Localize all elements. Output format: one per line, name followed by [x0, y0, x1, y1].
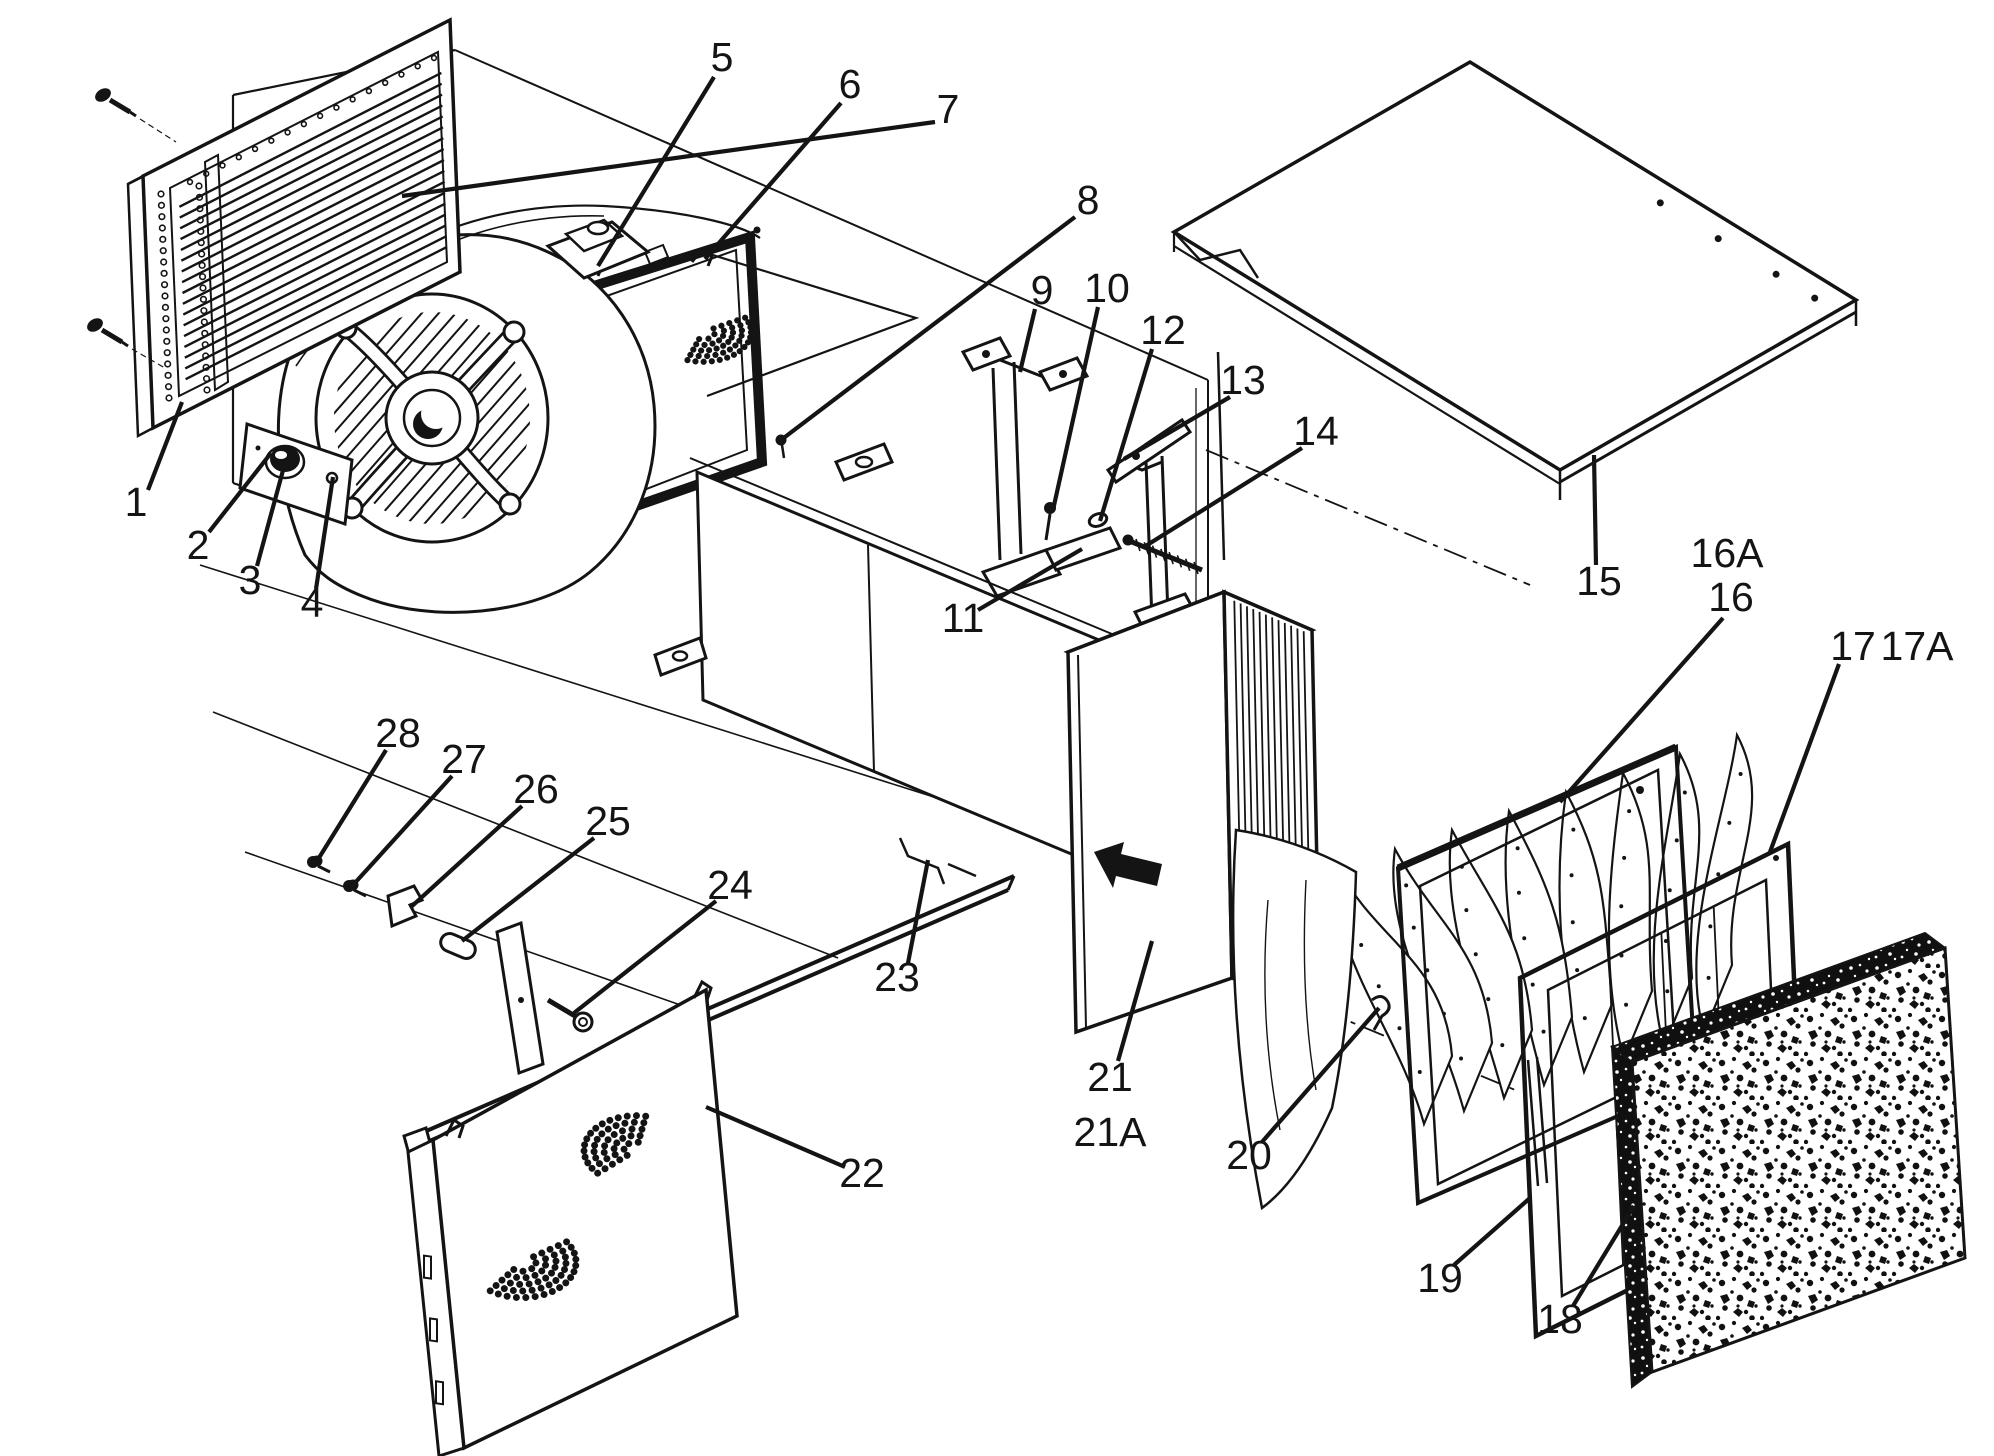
- clip-20: [1371, 995, 1391, 1031]
- callout-label-20: 20: [1226, 1132, 1272, 1178]
- perforation-dots: [486, 1112, 650, 1302]
- callout-leader-9: [1017, 308, 1038, 373]
- airflow-chevron: [702, 250, 920, 398]
- callout-leader-6: [703, 101, 843, 261]
- blower-assembly: [276, 204, 761, 614]
- baffle-plate: [495, 920, 545, 1076]
- callout-label-17A: 17A: [1881, 623, 1955, 669]
- callout-label-6: 6: [839, 61, 862, 107]
- callout-leader-7: [401, 119, 936, 199]
- callout-label-12: 12: [1140, 307, 1186, 353]
- callout-leader-8: [779, 215, 1077, 442]
- callout-leader-25: [460, 836, 596, 943]
- callout-label-18: 18: [1537, 1296, 1583, 1342]
- foam-filter-18: [1609, 931, 1967, 1389]
- screw-24: [546, 997, 594, 1033]
- callout-label-22: 22: [839, 1150, 885, 1196]
- cover-holes: [1656, 199, 1819, 302]
- filter-stack: [1231, 731, 1967, 1389]
- callout-leader-13: [1122, 395, 1232, 461]
- washer-12: [1087, 512, 1109, 528]
- callout-label-2: 2: [187, 522, 210, 568]
- threaded-rod-14: [1122, 534, 1203, 575]
- callout-leader-20: [1260, 1006, 1381, 1144]
- top-cover: [1170, 59, 1860, 500]
- callout-leader-24: [572, 899, 718, 1015]
- callout-leader-2: [207, 451, 273, 534]
- callout-label-13: 13: [1220, 357, 1266, 403]
- callout-label-25: 25: [585, 798, 631, 844]
- callout-label-17: 17: [1830, 623, 1876, 669]
- callout-label-1: 1: [125, 479, 148, 525]
- callout-leader-3: [254, 462, 288, 567]
- screw-icon: [87, 318, 166, 369]
- grille-screws: [87, 88, 177, 369]
- callout-label-11: 11: [942, 595, 985, 641]
- callout-leader-27: [351, 774, 454, 887]
- callout-label-24: 24: [707, 862, 753, 908]
- callout-leader-17: [1768, 663, 1841, 853]
- airflow-arrow-icon: [1094, 842, 1162, 888]
- callout-label-10: 10: [1084, 265, 1130, 311]
- callout-label-15: 15: [1576, 558, 1622, 604]
- callout-label-23: 23: [874, 954, 920, 1000]
- callout-leader-1: [146, 401, 184, 491]
- callout-label-21: 21: [1087, 1054, 1133, 1100]
- callout-leader-22: [705, 1105, 846, 1169]
- callout-leader-23: [905, 859, 931, 964]
- callout-label-4: 4: [301, 580, 324, 626]
- callout-label-3: 3: [239, 557, 262, 603]
- callout-leader-26: [409, 804, 524, 909]
- callout-label-8: 8: [1077, 177, 1100, 223]
- callout-label-16: 16: [1708, 574, 1754, 620]
- louvers: [178, 71, 448, 381]
- callout-leader-12: [1097, 348, 1155, 522]
- callout-leader-19: [1452, 1196, 1532, 1267]
- callout-label-16A: 16A: [1691, 530, 1765, 576]
- front-pocket: [1231, 828, 1358, 1211]
- callout-label-19: 19: [1417, 1255, 1463, 1301]
- callout-label-28: 28: [375, 710, 421, 756]
- filter-pocket: [1448, 826, 1534, 1102]
- small-hardware: [307, 856, 594, 1076]
- callout-dot-28: [311, 855, 323, 867]
- clip-26: [386, 884, 425, 929]
- callout-label-27: 27: [441, 736, 487, 782]
- callout-dot-27: [347, 879, 359, 891]
- callout-leader-15: [1591, 454, 1599, 566]
- grille-holes: [157, 54, 438, 402]
- callout-leader-14: [1142, 446, 1304, 549]
- callout-leader-18: [1571, 1204, 1636, 1308]
- filter-pocket: [1558, 788, 1614, 1076]
- callout-label-9: 9: [1031, 267, 1054, 313]
- callout-label-14: 14: [1293, 408, 1339, 454]
- screw-icon: [95, 88, 177, 143]
- callout-label-26: 26: [513, 766, 559, 812]
- access-panel: [406, 979, 739, 1456]
- callout-leader-5: [596, 75, 716, 268]
- callout-leader-21: [1115, 940, 1155, 1062]
- grille-frame: [141, 17, 462, 431]
- callout-leader-28: [315, 748, 388, 863]
- callout-leader-4: [313, 476, 336, 590]
- fan-guard: [334, 316, 526, 520]
- grille-assembly: [126, 17, 462, 439]
- callout-label-21A: 21A: [1074, 1109, 1148, 1155]
- callout-dot-8: [775, 434, 787, 446]
- callout-label-5: 5: [711, 34, 734, 80]
- callout-leader-11: [976, 547, 1084, 612]
- callout-leader-16: [1558, 616, 1725, 804]
- callout-label-7: 7: [937, 86, 960, 132]
- callout-leader-10: [1050, 306, 1101, 511]
- spacer-25: [439, 931, 477, 961]
- filter-pocket: [1504, 807, 1574, 1089]
- blower-motor: [545, 218, 651, 280]
